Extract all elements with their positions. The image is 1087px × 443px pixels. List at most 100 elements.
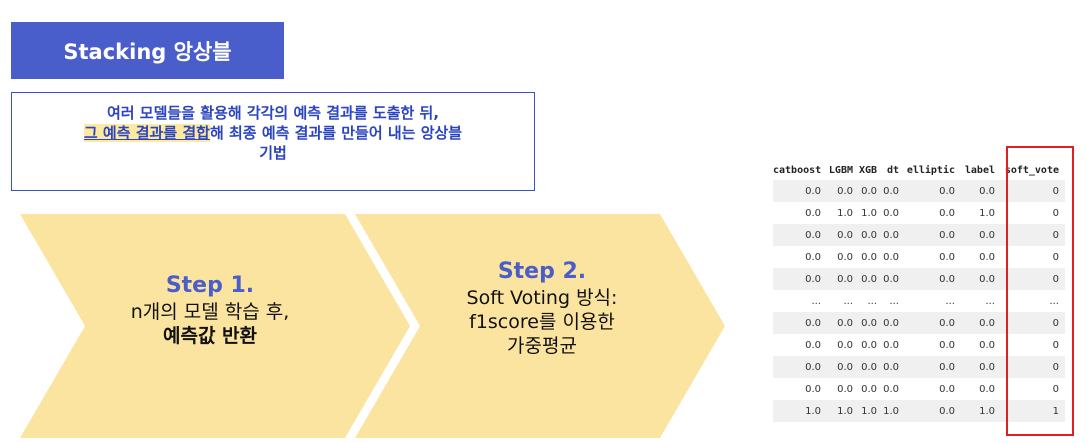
table-cell: 1.0 bbox=[837, 207, 853, 219]
table-cell: 0.0 bbox=[837, 251, 853, 263]
description-text: 해 최종 예측 결과를 만들어 내는 앙상블 bbox=[209, 124, 463, 142]
column-header: catboost bbox=[773, 165, 822, 176]
step-2-line-1: Soft Voting 방식: bbox=[466, 287, 618, 309]
table-cell: ... bbox=[945, 295, 955, 307]
table-cell: 0 bbox=[1052, 229, 1059, 241]
table-cell: 0.0 bbox=[883, 185, 899, 197]
table-cell: 0 bbox=[1052, 339, 1059, 351]
table-cell: 0.0 bbox=[861, 251, 877, 263]
table-cell: 0.0 bbox=[939, 273, 955, 285]
table-cell: 0.0 bbox=[939, 405, 955, 417]
table-cell: ... bbox=[867, 295, 877, 307]
table-cell: 0.0 bbox=[883, 229, 899, 241]
column-header: label bbox=[964, 165, 995, 176]
table-cell: 0.0 bbox=[837, 339, 853, 351]
table-cell: 0.0 bbox=[939, 229, 955, 241]
table-cell: 0 bbox=[1052, 383, 1059, 395]
table-cell: 0.0 bbox=[861, 383, 877, 395]
table-cell: 1.0 bbox=[805, 405, 821, 417]
table-cell: ... bbox=[985, 295, 995, 307]
table-cell: 0 bbox=[1052, 361, 1059, 373]
table-cell: ... bbox=[843, 295, 853, 307]
table-cell: 1.0 bbox=[883, 405, 899, 417]
table-cell: 0.0 bbox=[861, 229, 877, 241]
table-cell: 0.0 bbox=[861, 185, 877, 197]
step-2-title: Step 2. bbox=[497, 259, 587, 284]
table-cell: 1.0 bbox=[837, 405, 853, 417]
table-cell: 0.0 bbox=[979, 185, 995, 197]
table-cell: 1.0 bbox=[861, 405, 877, 417]
table-cell: 0.0 bbox=[883, 361, 899, 373]
table-cell: 0.0 bbox=[805, 185, 821, 197]
table-cell: 0.0 bbox=[861, 317, 877, 329]
description-highlight: 그 예측 결과를 결합 bbox=[83, 124, 210, 142]
table-cell: 1.0 bbox=[979, 405, 995, 417]
step-1-title: Step 1. bbox=[165, 273, 255, 298]
table-cell: 0.0 bbox=[837, 229, 853, 241]
table-cell: 0 bbox=[1052, 251, 1059, 263]
table-cell: 0.0 bbox=[837, 317, 853, 329]
table-row: 0.0 0.0 0.0 0.0 0.0 0.0 0 bbox=[773, 334, 1065, 356]
table-cell: 0.0 bbox=[883, 207, 899, 219]
table-cell: 0.0 bbox=[805, 251, 821, 263]
table-cell: 0.0 bbox=[939, 339, 955, 351]
step-1-text: Step 1. n개의 모델 학습 후, 예측값 반환 bbox=[60, 272, 360, 348]
step-2-text: Step 2. Soft Voting 방식: f1score를 이용한 가중평… bbox=[392, 258, 692, 358]
table-cell: 0.0 bbox=[837, 185, 853, 197]
table-cell: 0.0 bbox=[883, 251, 899, 263]
table-cell: ... bbox=[811, 295, 821, 307]
table-cell: 0.0 bbox=[979, 339, 995, 351]
table-cell: 0 bbox=[1052, 185, 1059, 197]
step-arrows bbox=[20, 214, 725, 438]
table-cell: 0.0 bbox=[939, 207, 955, 219]
column-header: LGBM bbox=[828, 165, 853, 176]
table-cell: 0 bbox=[1052, 317, 1059, 329]
step-2-line-3: 가중평균 bbox=[507, 335, 577, 357]
step-2-chevron bbox=[355, 214, 725, 438]
table-cell: 0.0 bbox=[939, 361, 955, 373]
table-cell: 0.0 bbox=[805, 383, 821, 395]
table-cell: 0.0 bbox=[939, 251, 955, 263]
description-line-1: 여러 모델들을 활용해 각각의 예측 결과를 도출한 뒤, bbox=[12, 103, 534, 123]
table-cell: 1.0 bbox=[979, 207, 995, 219]
table-cell: 0.0 bbox=[861, 339, 877, 351]
table-cell: 0.0 bbox=[837, 361, 853, 373]
table-row: 0.0 0.0 0.0 0.0 0.0 0.0 0 bbox=[773, 180, 1065, 202]
description-line-2: 그 예측 결과를 결합해 최종 예측 결과를 만들어 내는 앙상블 bbox=[12, 123, 534, 143]
table-cell: 0.0 bbox=[883, 339, 899, 351]
table-cell: 1.0 bbox=[861, 207, 877, 219]
table-row: 1.0 1.0 1.0 1.0 0.0 1.0 1 bbox=[773, 400, 1065, 422]
soft-vote-highlight-frame bbox=[1006, 146, 1074, 436]
prediction-table: catboost LGBM XGB dt elliptic label soft… bbox=[773, 158, 1065, 422]
step-1-line-2: 예측값 반환 bbox=[162, 325, 257, 347]
table-cell: ... bbox=[889, 295, 899, 307]
table-cell: 0.0 bbox=[805, 339, 821, 351]
table-cell: 0.0 bbox=[979, 273, 995, 285]
table-cell: 0.0 bbox=[939, 383, 955, 395]
table-cell: 0.0 bbox=[883, 317, 899, 329]
table-cell: 0.0 bbox=[861, 361, 877, 373]
table-cell: 0.0 bbox=[861, 273, 877, 285]
step-2-line-2: f1score를 이용한 bbox=[469, 311, 615, 333]
table-cell: 0.0 bbox=[883, 273, 899, 285]
table-cell: 0.0 bbox=[939, 185, 955, 197]
column-header: XGB bbox=[858, 165, 877, 176]
table-cell: 0.0 bbox=[805, 273, 821, 285]
table-cell: 1 bbox=[1052, 405, 1059, 417]
table-cell: ... bbox=[1049, 295, 1059, 307]
table-cell: 0.0 bbox=[805, 317, 821, 329]
step-1-line-1: n개의 모델 학습 후, bbox=[130, 301, 290, 323]
table-cell: 0.0 bbox=[979, 361, 995, 373]
table-cell: 0.0 bbox=[805, 229, 821, 241]
column-header: dt bbox=[886, 165, 899, 176]
table-cell: 0.0 bbox=[883, 383, 899, 395]
table-cell: 0 bbox=[1052, 273, 1059, 285]
table-cell: 0.0 bbox=[979, 317, 995, 329]
